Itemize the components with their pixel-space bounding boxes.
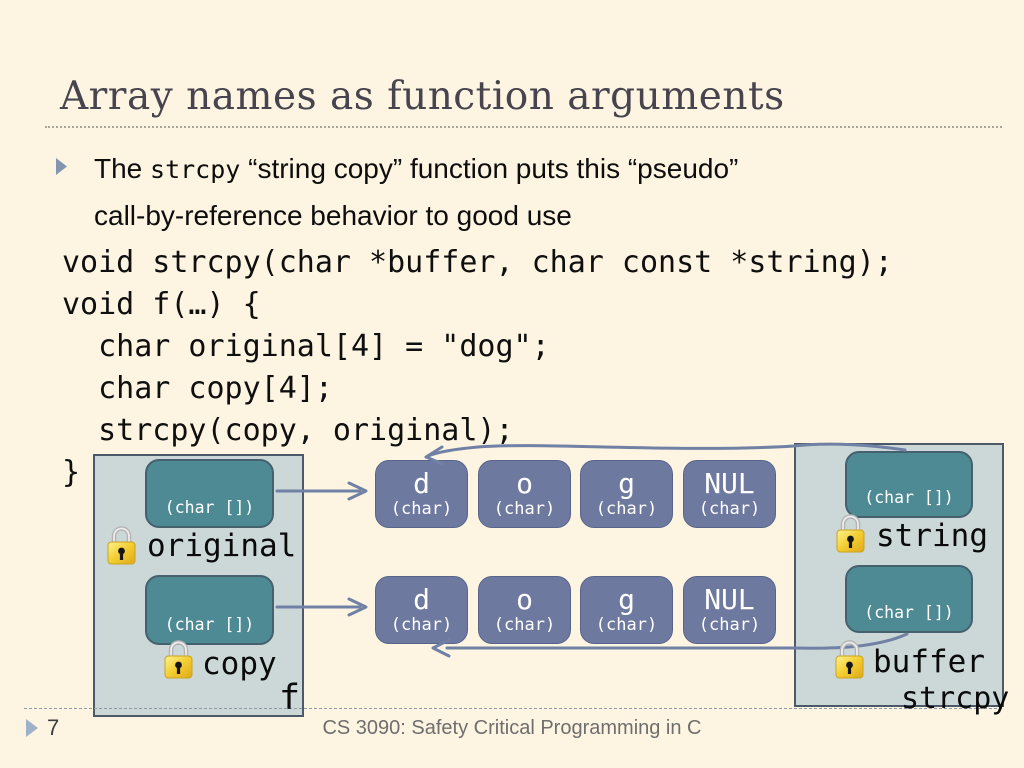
cell-char: d	[413, 467, 430, 500]
bullet-code-strcpy: strcpy	[150, 155, 241, 184]
cell-type: (char)	[595, 615, 658, 635]
cell-char: o	[516, 467, 533, 500]
char-cell: g (char)	[580, 576, 673, 644]
var-label-buffer: buffer	[873, 644, 985, 680]
bullet-item: The strcpy “string copy” function puts t…	[94, 146, 954, 239]
code-line: char copy[4];	[62, 371, 333, 406]
code-line: void strcpy(char *buffer, char const *st…	[62, 245, 893, 280]
pointer-type-label: (char [])	[864, 488, 954, 507]
page-title: Array names as function arguments	[60, 74, 785, 119]
lock-icon	[164, 640, 193, 679]
frame-label-f: f	[279, 678, 301, 718]
char-cell: d (char)	[375, 460, 468, 528]
cell-type: (char)	[595, 499, 658, 519]
pointer-box-original: (char [])	[145, 459, 274, 528]
cell-type: (char)	[493, 499, 556, 519]
var-label-original: original	[147, 528, 297, 564]
char-cell: NUL (char)	[683, 576, 776, 644]
cell-type: (char)	[390, 499, 453, 519]
cell-char: o	[516, 583, 533, 616]
cell-char: g	[618, 467, 635, 500]
lock-icon	[836, 514, 865, 553]
cell-type: (char)	[493, 615, 556, 635]
code-line: void f(…) {	[62, 287, 261, 322]
char-cell: o (char)	[478, 460, 571, 528]
code-line: char original[4] = "dog";	[62, 329, 550, 364]
pointer-box-string: (char [])	[845, 451, 973, 518]
char-cell: d (char)	[375, 576, 468, 644]
code-line: }	[62, 455, 81, 490]
var-label-string: string	[876, 518, 988, 554]
bullet-text-pre: The	[94, 153, 151, 184]
cell-char: g	[618, 583, 635, 616]
cell-type: (char)	[698, 615, 761, 635]
cell-char: d	[413, 583, 430, 616]
cell-type: (char)	[698, 499, 761, 519]
cell-char: NUL	[704, 467, 755, 500]
bullet-text-post: “string copy” function puts this “pseudo…	[240, 153, 739, 184]
pointer-type-label: (char [])	[164, 615, 255, 634]
code-line: strcpy(copy, original);	[62, 413, 514, 448]
char-cell: NUL (char)	[683, 460, 776, 528]
footer-divider	[24, 708, 1002, 709]
cell-type: (char)	[390, 615, 453, 635]
frame-label-strcpy: strcpy	[901, 681, 1010, 716]
title-divider	[45, 126, 1002, 128]
var-label-copy: copy	[202, 646, 277, 682]
pointer-type-label: (char [])	[864, 603, 954, 622]
char-cell: g (char)	[580, 460, 673, 528]
bullet-text-line2: call-by-reference behavior to good use	[94, 200, 572, 231]
footer-course-text: CS 3090: Safety Critical Programming in …	[322, 717, 702, 739]
pointer-box-copy: (char [])	[145, 575, 274, 645]
pointer-type-label: (char [])	[164, 498, 255, 517]
char-cell: o (char)	[478, 576, 571, 644]
page-number: 7	[47, 715, 60, 740]
pointer-box-buffer: (char [])	[845, 565, 973, 633]
cell-char: NUL	[704, 583, 755, 616]
bullet-triangle-icon	[56, 158, 67, 175]
lock-icon	[107, 526, 136, 565]
lock-icon	[835, 640, 864, 679]
footer-triangle-icon	[26, 719, 38, 737]
